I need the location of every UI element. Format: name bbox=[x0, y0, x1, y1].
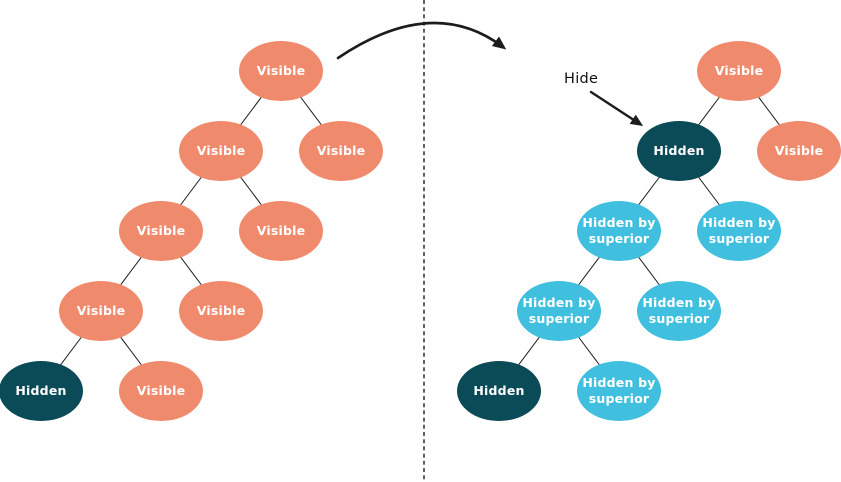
tree-edge bbox=[100, 310, 162, 392]
tree-edge bbox=[558, 230, 620, 312]
hide-arrow bbox=[589, 90, 644, 127]
tree-edge bbox=[678, 70, 740, 152]
tree-edge bbox=[738, 70, 800, 152]
tree-edge bbox=[280, 70, 342, 152]
tree-edge bbox=[160, 150, 222, 232]
tree-edge bbox=[558, 310, 620, 392]
hide-annotation-label: Hide bbox=[564, 71, 599, 87]
tree-edge bbox=[100, 230, 162, 312]
tree-edge bbox=[220, 70, 282, 152]
tree-edge bbox=[160, 230, 222, 312]
tree-edge bbox=[40, 310, 102, 392]
tree-edge bbox=[498, 310, 560, 392]
transform-arrow bbox=[336, 21, 507, 60]
tree-edge bbox=[618, 230, 680, 312]
tree-edge bbox=[618, 150, 680, 232]
tree-edge bbox=[678, 150, 740, 232]
tree-edge bbox=[220, 150, 282, 232]
